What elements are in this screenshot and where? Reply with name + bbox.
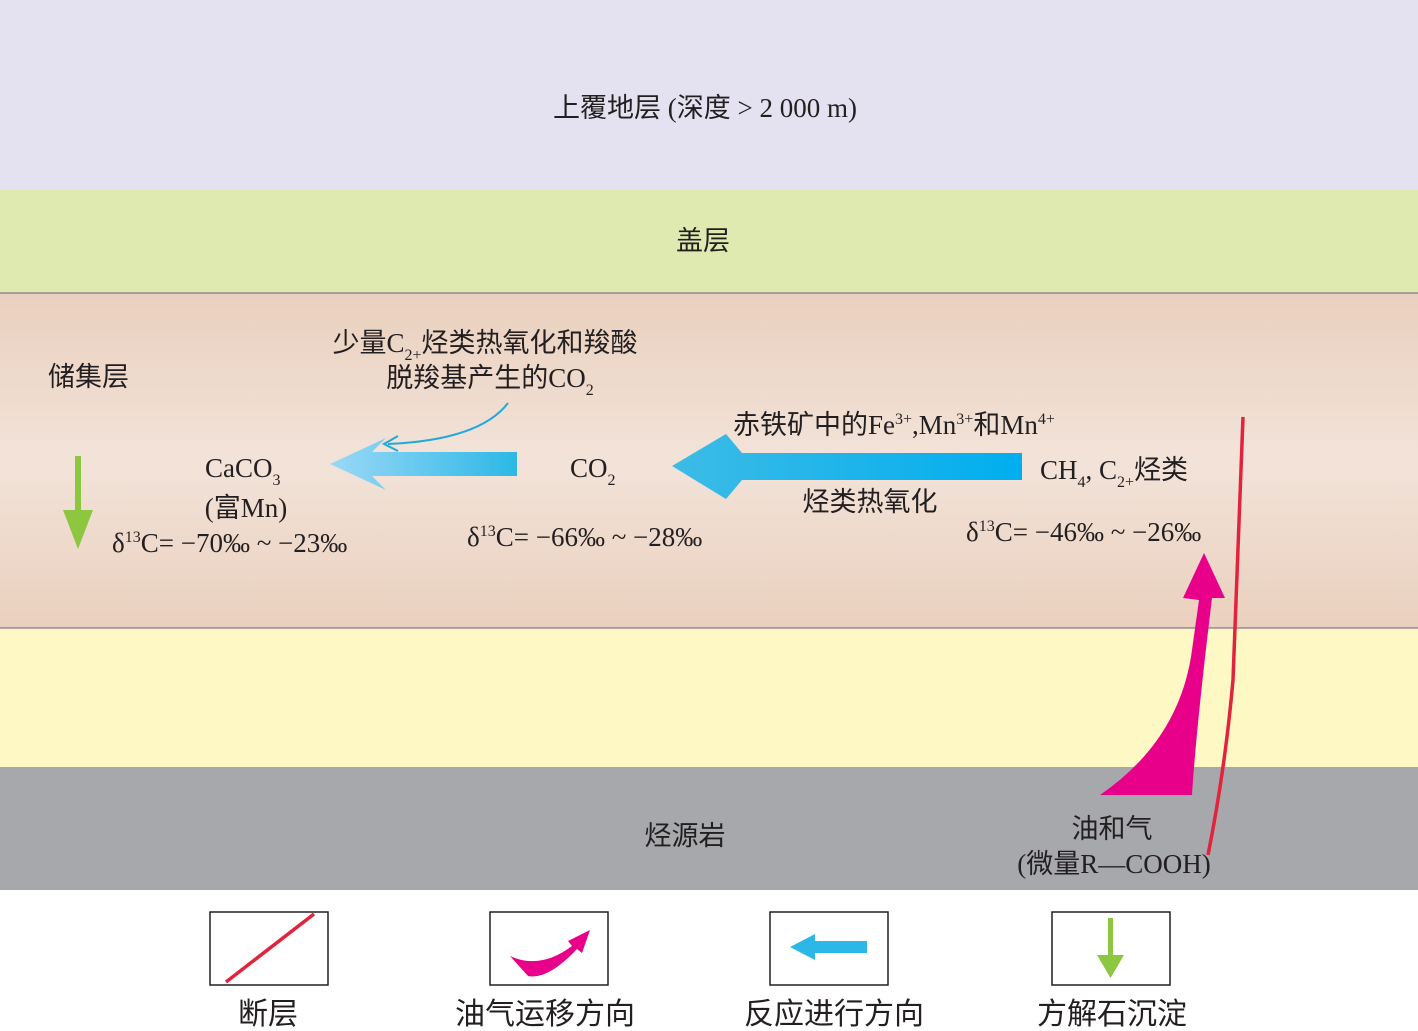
co2-label: CO2: [570, 453, 616, 489]
overburden-layer: [0, 0, 1418, 190]
hydrocarbon-label: CH4, C2+烃类: [1040, 455, 1188, 491]
legend-label: 反应进行方向: [744, 998, 924, 1031]
caco3-mn-label: (富Mn): [205, 493, 288, 523]
precipitation-arrow-icon: [1097, 918, 1124, 978]
reaction-arrow-to-caco3: [330, 438, 517, 490]
co2-isotope-label: δ13C= −66‰ ~ −28‰: [467, 522, 702, 552]
reservoir-label: 储集层: [48, 362, 129, 392]
minor-c2-source-label-2: 脱羧基产生的CO2: [386, 363, 594, 399]
curved-input-arrow: [387, 402, 509, 445]
migration-arrow-icon: [510, 930, 590, 977]
legend: 断层 油气运移方向 反应进行方向 方解石沉淀: [209, 911, 1187, 1031]
legend-item-precipitation: 方解石沉淀: [1037, 911, 1187, 1031]
minor-c2-source-label: 少量C2+烃类热氧化和羧酸: [332, 328, 637, 364]
thermal-oxidation-label: 烃类热氧化: [803, 487, 938, 517]
legend-label: 断层: [238, 998, 298, 1031]
reaction-arrow-icon: [790, 934, 867, 960]
legend-item-migration: 油气运移方向: [455, 911, 635, 1031]
precipitation-arrow: [63, 456, 93, 549]
oxidant-label: 赤铁矿中的Fe3+,Mn3+和Mn4+: [733, 410, 1055, 440]
source-rock-label: 烃源岩: [645, 821, 726, 851]
migration-arrow: [1100, 553, 1225, 795]
caco3-isotope-label: δ13C= −70‰ ~ −23‰: [112, 528, 347, 558]
fault-line-icon: [224, 912, 316, 984]
oil-gas-note-label: (微量R—COOH): [1017, 849, 1211, 879]
caco3-label: CaCO3: [205, 453, 281, 489]
legend-label: 油气运移方向: [455, 998, 635, 1031]
caprock-label: 盖层: [676, 226, 730, 256]
fault-line: [1206, 416, 1245, 856]
reaction-arrow-to-co2: [672, 434, 1022, 499]
caprock-layer: [0, 190, 1418, 293]
legend-item-reaction: 反应进行方向: [744, 911, 924, 1031]
hydrocarbon-isotope-label: δ13C= −46‰ ~ −26‰: [966, 517, 1201, 547]
overburden-label: 上覆地层 (深度 > 2 000 m): [553, 93, 857, 123]
legend-item-fault: 断层: [209, 911, 329, 1031]
legend-label: 方解石沉淀: [1037, 998, 1187, 1031]
curved-input-arrowhead: [381, 435, 399, 452]
oil-gas-label: 油和气: [1072, 814, 1153, 844]
